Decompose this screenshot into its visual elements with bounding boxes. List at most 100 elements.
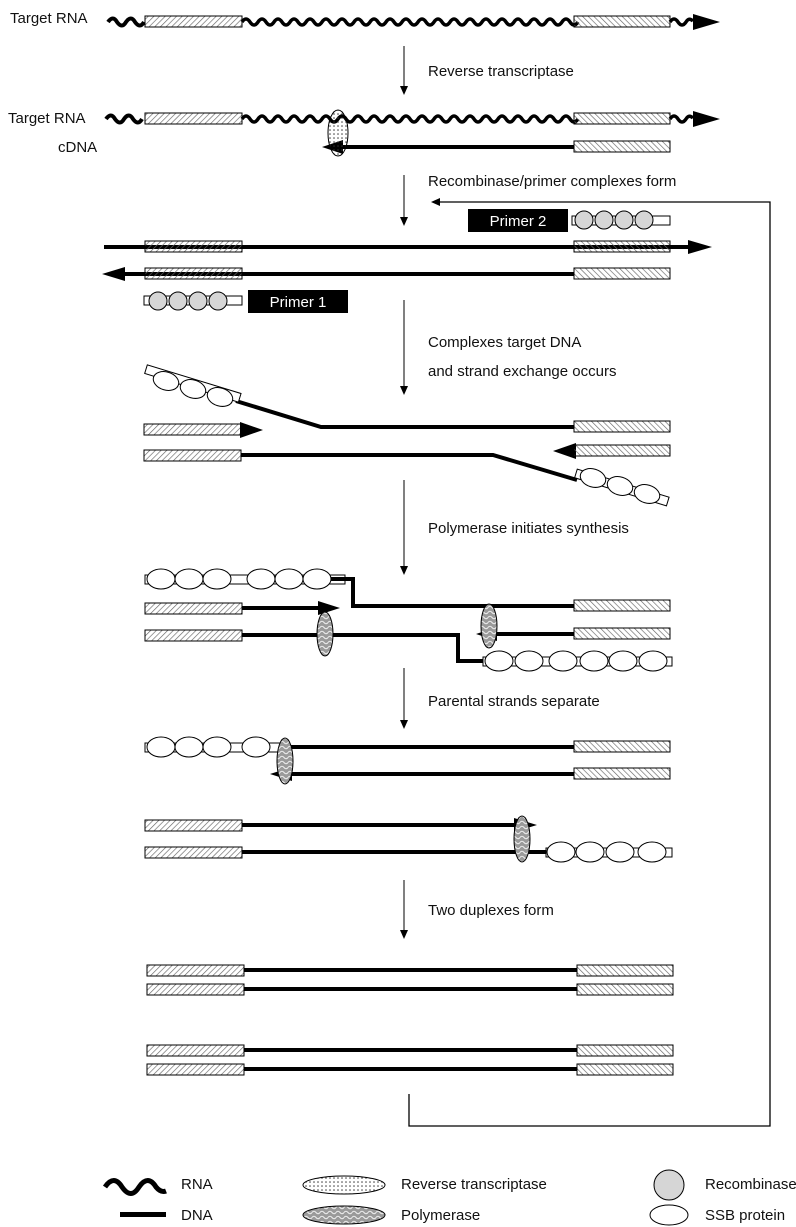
- legend-recombinase-icon: [653, 1169, 685, 1201]
- step-two-duplexes: Two duplexes form: [428, 902, 554, 919]
- primer-site-1: [144, 846, 243, 859]
- primer2-label-bg: [468, 209, 568, 232]
- ssb-protein: [241, 736, 271, 758]
- primer-site-1: [144, 112, 243, 125]
- feedback-arrowhead: [431, 198, 440, 206]
- rna-strand: [240, 114, 580, 124]
- primer-site-2: [573, 420, 671, 433]
- dna-arrowhead: [102, 267, 125, 281]
- rna-arrowhead: [693, 14, 720, 30]
- rna-strand: [668, 17, 695, 27]
- ssb-protein: [638, 650, 668, 672]
- primer-site-1: [144, 15, 243, 28]
- legend-dna-label: DNA: [181, 1207, 213, 1224]
- primer-site-1: [146, 1063, 245, 1076]
- ssb-protein: [606, 476, 634, 496]
- legend-recombinase-label: Recombinase: [705, 1176, 796, 1193]
- target-rna-label: Target RNA: [10, 10, 88, 27]
- step-complexes-target: Complexes target DNA: [428, 334, 581, 351]
- recombinase: [574, 210, 594, 230]
- legend-polymerase-label: Polymerase: [401, 1207, 480, 1224]
- legend-dna-icon: [120, 1212, 166, 1217]
- recombinase: [594, 210, 614, 230]
- ssb-protein: [633, 484, 661, 504]
- primer2-extended: [573, 627, 671, 640]
- ssb-backbone: [482, 656, 673, 667]
- polymerase: [276, 737, 294, 785]
- step-reverse-transcriptase: Reverse transcriptase: [428, 63, 574, 80]
- feedback-loop: [408, 201, 771, 1127]
- legend-polymerase-icon: [302, 1205, 386, 1225]
- primer1-invading: [143, 423, 242, 436]
- recombinase: [148, 291, 168, 311]
- parental-strand: [242, 633, 483, 663]
- legend-rna-icon: [102, 1178, 167, 1196]
- primer-site-1: [146, 964, 245, 977]
- ssb-protein: [202, 568, 232, 590]
- legend-reverse-transcriptase-label: Reverse transcriptase: [401, 1176, 547, 1193]
- legend-rna-label: RNA: [181, 1176, 213, 1193]
- polymerase: [513, 815, 531, 863]
- recombinase: [168, 291, 188, 311]
- ssb-protein: [206, 387, 234, 407]
- ssb-protein: [179, 379, 207, 399]
- primer-site-1: [144, 629, 243, 642]
- ssb-protein: [202, 736, 232, 758]
- ssb-protein: [152, 371, 180, 391]
- ssb-protein: [484, 650, 514, 672]
- polymerase: [316, 611, 334, 657]
- primer1-extended: [144, 602, 243, 615]
- primer-site-2: [573, 599, 671, 612]
- primer2-label: Primer 2: [490, 213, 547, 230]
- cdna-primer-site: [573, 140, 671, 153]
- recombinase: [208, 291, 228, 311]
- recombinase: [634, 210, 654, 230]
- primer-site-1: [143, 449, 242, 462]
- primer-site-2: [573, 267, 671, 280]
- primer1-label-bg: [248, 290, 348, 313]
- ssb-protein: [302, 568, 332, 590]
- dna-arrowhead: [688, 240, 712, 254]
- ssb-protein: [637, 841, 667, 863]
- ssb-protein: [605, 841, 635, 863]
- primer-site-2: [576, 964, 674, 977]
- legend-reverse-transcriptase-icon: [302, 1175, 386, 1195]
- primer-site-1: [144, 267, 243, 280]
- primer2-extended: [573, 767, 671, 780]
- target-rna-label-2: Target RNA: [8, 110, 86, 127]
- rna-arrowhead: [693, 111, 720, 127]
- displaced-strand: [241, 453, 578, 482]
- rna-strand: [668, 114, 695, 124]
- ssb-protein: [274, 568, 304, 590]
- primer-site-2: [573, 240, 671, 253]
- cdna-label: cDNA: [58, 139, 97, 156]
- primer2-arrowhead: [553, 443, 576, 459]
- ssb-protein: [546, 841, 576, 863]
- parental-strand: [331, 577, 574, 608]
- ssb-protein: [146, 568, 176, 590]
- step-strand-exchange: and strand exchange occurs: [428, 363, 616, 380]
- ssb-protein: [246, 568, 276, 590]
- primer-site-2: [576, 983, 674, 996]
- primer-site-2: [576, 1044, 674, 1057]
- ssb-protein: [146, 736, 176, 758]
- rna-strand: [106, 16, 146, 28]
- primer-site-2: [573, 112, 671, 125]
- primer-site-1: [144, 240, 243, 253]
- reverse-transcriptase: [327, 109, 349, 157]
- primer-site-1: [146, 983, 245, 996]
- primer-site-2: [573, 740, 671, 753]
- step-recombinase-primer: Recombinase/primer complexes form: [428, 173, 676, 190]
- ssb-protein: [548, 650, 578, 672]
- primer1-extended: [144, 819, 243, 832]
- primer1-label: Primer 1: [270, 294, 327, 311]
- ssb-protein: [579, 650, 609, 672]
- primer-site-2: [576, 1063, 674, 1076]
- ssb-protein: [174, 568, 204, 590]
- primer2-invading: [573, 444, 671, 457]
- ssb-protein: [514, 650, 544, 672]
- legend-ssb-icon: [649, 1204, 689, 1226]
- recombinase: [614, 210, 634, 230]
- step-polymerase-initiates: Polymerase initiates synthesis: [428, 520, 629, 537]
